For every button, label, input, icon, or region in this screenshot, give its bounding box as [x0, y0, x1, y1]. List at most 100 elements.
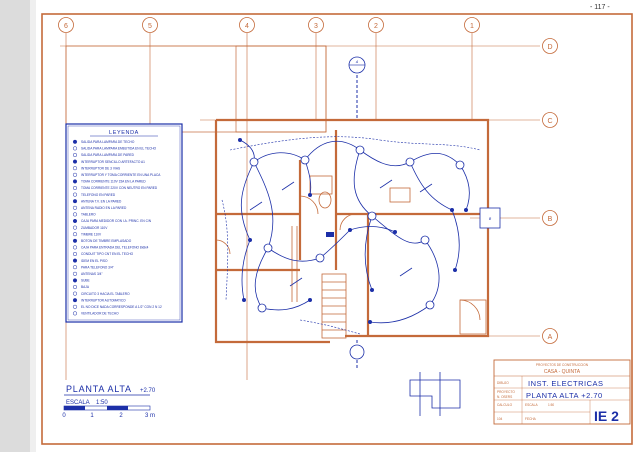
legend-item: BAJA [81, 285, 90, 289]
legend-item: EL NO DICE NADA CORRESPONDE A 1/2" CON 2… [81, 305, 162, 309]
svg-text:A: A [355, 60, 359, 64]
legend-symbol-icon [72, 238, 78, 243]
title-block: PROYECTOS DE CONSTRUCCION CASA - QUINTA … [493, 359, 631, 425]
legend-item: TOMA CORRIENTE 220V CON NEUTRO EN PARED [81, 186, 158, 190]
legend-symbol-icon [72, 199, 78, 204]
legend-symbol-icon [72, 251, 78, 257]
legend-symbol-icon [72, 291, 78, 296]
outlet-symbols [238, 138, 468, 324]
legend-item: TABLERO [81, 213, 96, 217]
legend-item: SUBE [81, 279, 90, 283]
legend-item: ANTENA RADIO EN LA PARED [81, 206, 127, 210]
legend-item: INTERRUPTOR AUTOMATICO [81, 298, 126, 302]
legend-symbol-icon [72, 166, 78, 171]
floor-plan-walls [214, 118, 490, 344]
legend-symbol-icon [72, 232, 78, 237]
legend-symbol-icon [72, 146, 78, 151]
svg-text:B: B [489, 217, 492, 221]
scale-tick-3: 3 m [145, 413, 155, 419]
grid-col-3: 3 [314, 23, 318, 30]
key-plan [409, 372, 461, 416]
legend-symbol-icon [72, 212, 78, 217]
tb-dibujo-label: DIBUJO [497, 381, 509, 385]
legend-item: PARA TELEFONO 3/4" [81, 265, 114, 269]
legend-item: TIMBRE 110V [81, 232, 102, 236]
legend-item: SALIDA PARA LAMPARA DE TECHO [81, 140, 135, 144]
scale-label: ESCALA [66, 400, 90, 406]
legend-item: ZUMBADOR 110V [81, 226, 108, 230]
legend-symbol-icon [72, 159, 78, 164]
legend-item: BOTON DE TIMBRE EMPLASADO [81, 239, 132, 243]
legend-item: INTERRUPTOR SENCILLO ARTEFACTO A1 [81, 160, 145, 164]
legend-item: TOMA CORRIENTE 110V 15A EN LA PARED [81, 180, 146, 184]
tb-calculo-label: CALCULO [497, 403, 513, 407]
tb-project: CASA - QUINTA [544, 369, 581, 375]
legend-symbol-icon [72, 152, 78, 158]
legend-symbol-icon [72, 304, 78, 309]
legend-symbol-icon [72, 258, 78, 263]
plan-name: PLANTA ALTA [66, 384, 132, 394]
grid-col-1: 1 [470, 23, 474, 30]
legend-symbol-icon [72, 225, 78, 230]
legend-item: SALIDA PARA LAMPARA DE PARED [81, 153, 135, 157]
tb-title-1: INST. ELECTRICAS [528, 379, 604, 388]
scale-tick-0: 0 [62, 413, 66, 419]
grid-row-c: C [547, 118, 552, 125]
grid-col-6: 6 [64, 23, 68, 30]
scale-tick-1: 1 [90, 413, 94, 419]
legend-symbol-icon [72, 278, 78, 283]
wiring-conduits [239, 139, 470, 324]
section-mark-lower [349, 344, 365, 360]
plan-level: +2.70 [140, 388, 156, 394]
legend-items: SALIDA PARA LAMPARA DE TECHO SALIDA PARA … [72, 139, 162, 316]
legend-title: LEYENDA [109, 130, 139, 136]
tb-title-2: PLANTA ALTA +2.70 [526, 391, 603, 400]
grid-bubbles-columns: 6 5 4 3 2 1 [58, 17, 480, 33]
grid-row-b: B [548, 216, 553, 223]
grid-col-4: 4 [245, 23, 249, 30]
legend-symbol-icon [72, 172, 78, 177]
legend-item: ANTENAS 3/4" [81, 272, 103, 276]
legend-item: IDEM EN EL PISO [81, 259, 108, 263]
legend-item: VENTILADOR DE TECHO [81, 312, 119, 316]
legend-symbol-icon [72, 245, 78, 250]
legend-symbol-icon [72, 284, 78, 290]
legend-item: INTERRUPTOR DE 3 VIAS [81, 166, 120, 170]
legend-symbol-icon [72, 185, 78, 191]
legend-symbol-icon [72, 179, 78, 184]
legend-symbol-icon [72, 205, 78, 210]
tb-fecha-label: FECHA [525, 417, 537, 421]
legend-symbol-icon [72, 192, 78, 197]
plan-title: PLANTA ALTA +2.70 ESCALA 1:50 0 1 2 3 m [62, 384, 156, 419]
grid-row-d: D [547, 44, 552, 51]
page-number: - 117 - [590, 4, 610, 11]
tb-calculo-value: 104 [497, 417, 503, 421]
tb-proyecto-label: PROYECTO [497, 390, 515, 394]
legend-item: CAJA PARA ENTRADA DEL TELEFONO 8x8x4 [81, 246, 149, 250]
scale-tick-2: 2 [119, 413, 123, 419]
floor-plan-details [215, 175, 487, 339]
tb-header: PROYECTOS DE CONSTRUCCION [536, 363, 589, 367]
wiring-floor-conduits [221, 136, 481, 335]
legend-item: SALIDA PARA LAMPARA EMBUTIDA EN EL TECHO [81, 147, 157, 151]
ceiling-light-fixtures [249, 145, 465, 313]
sheet-border [41, 13, 633, 445]
tb-escala-label: ESCALA [525, 403, 538, 407]
section-mark-a: A [348, 56, 366, 118]
legend-symbol-icon [72, 265, 78, 270]
legend-symbol-icon [72, 298, 78, 303]
grid-col-2: 2 [374, 23, 378, 30]
legend-symbol-icon [72, 311, 78, 316]
panel-tablero [326, 232, 334, 237]
tb-proyecto-value: N. OSERS [497, 395, 512, 399]
grid-col-5: 5 [148, 23, 152, 30]
legend-item: ANTENA T.V. EN LA PARED [81, 199, 122, 203]
tb-escala-value: 1:50 [548, 403, 554, 407]
grid-bubbles-rows: D C B A [542, 38, 558, 344]
legend-box: LEYENDA SALIDA PARA LAMPARA DE TECHOSALI… [65, 123, 183, 323]
legend-item: CAJA PARA MEDIDOR CON I.A. PRINC. EN C/N [81, 219, 152, 223]
legend-item: CIRCUITO 3 HACIA EL TABLERO [81, 292, 130, 296]
scale-ratio: 1:50 [96, 400, 108, 406]
